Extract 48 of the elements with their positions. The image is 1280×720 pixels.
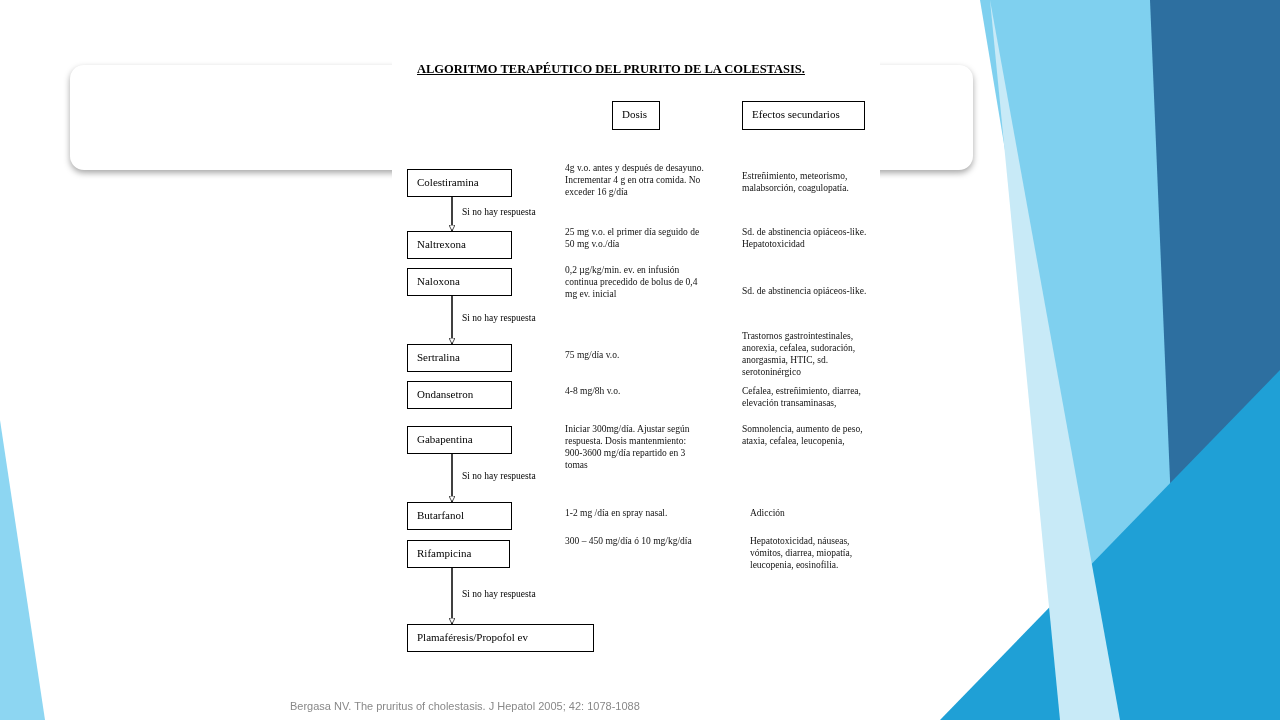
dose-text: 25 mg v.o. el primer día seguido de 50 mg v.o./día (565, 226, 701, 250)
dose-text: 1-2 mg /día en spray nasal. (565, 507, 669, 519)
drug-name: Sertralina (417, 351, 461, 363)
side-effect-text: Sd. de abstinencia opiáceos-like. Hepatotoxicidad (742, 226, 868, 250)
side-effect-text: Cefalea, estreñimiento, diarrea, elevación transaminasas, (742, 385, 862, 409)
side-effect-text: Somnolencia, aumento de peso, ataxia, cefalea, leucopenia, (742, 423, 864, 447)
side-effect-text: Sd. de abstinencia opiáceos-like. (742, 285, 868, 297)
dose-text: 0,2 µg/kg/min. ev. en infusión continua precedido de bolus de 0,4 mg ev. inicial (565, 264, 699, 300)
side-effect-text: Hepatotoxicidad, náuseas, vómitos, diarrea, miopatía, leucopenia, eosinofilia. (750, 535, 854, 571)
dose-text: Iniciar 300mg/día. Ajustar según respuesta. Dosis mantenmiento: 900-3600 mg/día repartido en 3 tomas (565, 423, 691, 471)
edge-label: Si no hay respuesta (462, 471, 536, 481)
dose-text: 300 – 450 mg/día ó 10 mg/kg/día (565, 535, 693, 547)
process-box (407, 169, 512, 197)
drug-name: Colestiramina (417, 176, 480, 188)
drug-name: Ondansetron (417, 388, 475, 400)
dose-text: 4-8 mg/8h v.o. (565, 385, 622, 397)
arrow (448, 196, 456, 232)
citation: Bergasa NV. The pruritus of cholestasis. J Hepatol 2005; 42: 1078-1088 (290, 700, 640, 712)
arrow (448, 567, 456, 625)
drug-name: Butarfanol (417, 509, 466, 521)
title: ALGORITMO TERAPÉUTICO DEL PRURITO DE LA COLESTASIS. (417, 62, 805, 77)
side-effect-text: Estreñimiento, meteorismo, malabsorción, coagulopatía. (742, 170, 850, 194)
arrow (448, 453, 456, 503)
process-box (407, 624, 594, 652)
dose-text: 4g v.o. antes y después de desayuno. Incrementar 4 g en otra comida. No exceder 16 g/día (565, 162, 705, 198)
process-box (407, 231, 512, 259)
dose-text: 75 mg/día v.o. (565, 349, 621, 361)
header-box (612, 101, 660, 130)
process-box (407, 268, 512, 296)
side-effect-text: Adicción (750, 507, 786, 519)
process-box (407, 540, 510, 568)
process-box (407, 502, 512, 530)
process-box (407, 381, 512, 409)
drug-name: Naloxona (417, 275, 461, 287)
header-box (742, 101, 865, 130)
process-box (407, 344, 512, 372)
edge-label: Si no hay respuesta (462, 313, 536, 323)
drug-name: Plamaféresis/Propofol ev (417, 631, 529, 643)
arrow (448, 295, 456, 345)
drug-name: Naltrexona (417, 238, 467, 250)
process-box (407, 426, 512, 454)
drug-name: Gabapentina (417, 433, 474, 445)
drug-name: Rifampicina (417, 547, 473, 559)
side-effect-text: Trastornos gastrointestinales, anorexia, cefalea, sudoración, anorgasmia, HTIC, sd. serotoninérgico (742, 330, 857, 378)
edge-label: Si no hay respuesta (462, 589, 536, 599)
column-heading: Dosis (622, 108, 649, 120)
edge-label: Si no hay respuesta (462, 207, 536, 217)
column-heading: Efectos secundarios (752, 108, 841, 120)
